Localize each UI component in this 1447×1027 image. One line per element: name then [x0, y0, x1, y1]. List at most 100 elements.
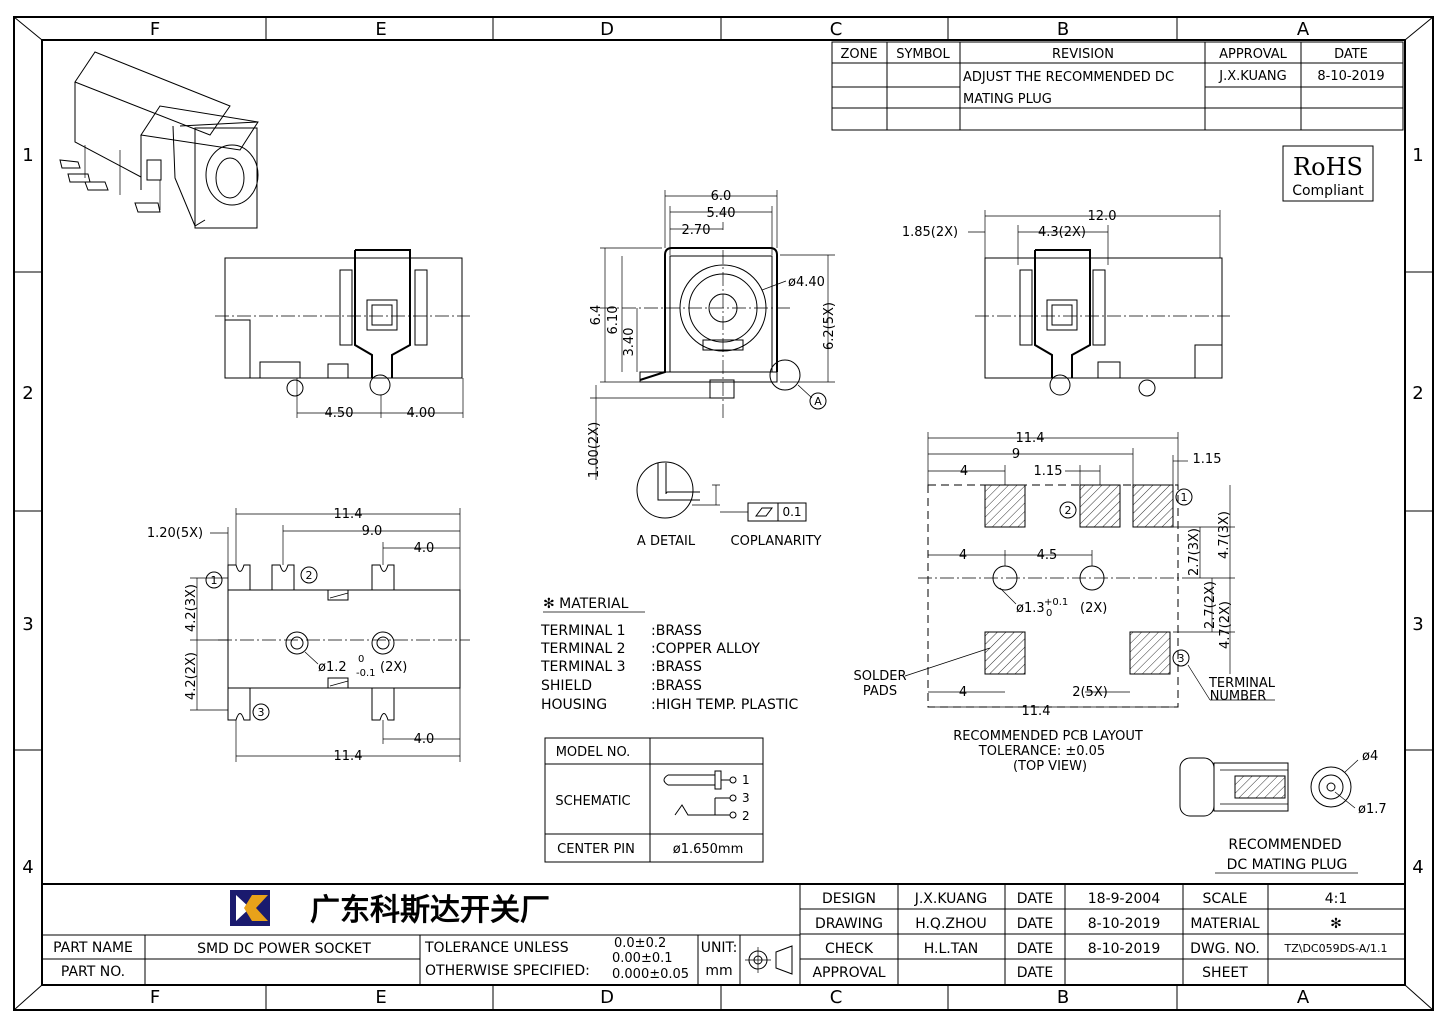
- rev-row1-revision: ADJUST THE RECOMMENDED DC: [963, 70, 1174, 85]
- front-dim-540: 5.40: [707, 206, 736, 221]
- col-label-bottom-d: D: [600, 987, 614, 1008]
- drawing-name: H.Q.ZHOU: [915, 916, 987, 932]
- schematic-pin-3: 3: [742, 791, 750, 805]
- mating-plug: ø4 ø1.7 RECOMMENDED DC MATING PLUG: [1179, 749, 1387, 874]
- col-label-top-d: D: [600, 19, 614, 40]
- plug-caption-1: RECOMMENDED: [1228, 837, 1341, 853]
- material-row4-name: SHIELD: [541, 678, 592, 694]
- bottom-dim-42-3x: 4.2(3X): [184, 584, 199, 632]
- front-dim-270: 2.70: [682, 223, 711, 238]
- tolerance-line1: TOLERANCE UNLESS: [424, 940, 569, 956]
- row-label-left-4: 4: [22, 857, 33, 878]
- col-label-top-e: E: [375, 19, 386, 40]
- top-view: 4.50 4.00: [215, 249, 470, 421]
- material-list: ✻ MATERIAL TERMINAL 1 :BRASS TERMINAL 2 …: [540, 596, 799, 713]
- company-logo: [230, 890, 270, 926]
- bottom-dim-40-bottom: 4.0: [414, 732, 435, 747]
- tolerance-v2: 0.00±0.1: [612, 951, 673, 966]
- bottom-dim-40-top: 4.0: [414, 541, 435, 556]
- pcb-dim-4-bottom: 4: [959, 685, 967, 700]
- row-label-right-3: 3: [1412, 614, 1423, 635]
- row-label-left-3: 3: [22, 614, 33, 635]
- col-label-top-c: C: [830, 19, 843, 40]
- approval-label: APPROVAL: [812, 965, 885, 981]
- pcb-dim-27-3x: 2.7(3X): [1187, 528, 1202, 576]
- drawing-frame: [13, 16, 1434, 1011]
- frame-labels: F E D C B A F E D C B A 1 2 3 4 1 2 3 4: [22, 19, 1423, 1008]
- check-label: CHECK: [825, 941, 874, 957]
- design-name: J.X.KUANG: [914, 891, 988, 907]
- coplanarity-label: COPLANARITY: [731, 534, 822, 549]
- row-label-right-4: 4: [1412, 857, 1423, 878]
- material-title: ✻ MATERIAL: [543, 596, 629, 612]
- front-dim-dia-440: ø4.40: [788, 275, 825, 290]
- material-row2-value: :COPPER ALLOY: [651, 641, 760, 657]
- rev-row2-revision: MATING PLUG: [963, 92, 1052, 107]
- solder-pads-label-2: PADS: [863, 684, 897, 699]
- detail-a: A DETAIL 0.1 COPLANARITY: [636, 461, 822, 549]
- part-no-label: PART NO.: [61, 964, 125, 980]
- pcb-dim-9: 9: [1012, 447, 1020, 462]
- side-view: 12.0 4.3(2X) 1.85(2X): [902, 209, 1230, 397]
- detail-ref-a: A: [814, 395, 822, 408]
- plug-dia-17: ø1.7: [1358, 802, 1387, 817]
- drawing-date-label: DATE: [1017, 916, 1053, 932]
- top-view-dim-450: 4.50: [325, 406, 354, 421]
- tolerance-line2: OTHERWISE SPECIFIED:: [425, 963, 590, 979]
- pcb-dim-114-bottom: 11.4: [1022, 704, 1051, 719]
- pcb-hole-tol-up: +0.1: [1044, 597, 1068, 608]
- projection-symbol: [745, 945, 793, 975]
- pcb-dim-4-top: 4: [960, 464, 968, 479]
- pcb-hole-dia: ø1.3: [1016, 601, 1045, 616]
- col-label-bottom-a: A: [1297, 987, 1310, 1008]
- material-row3-name: TERMINAL 3: [540, 659, 626, 675]
- col-label-top-b: B: [1057, 19, 1069, 40]
- front-dim-100-2x: 1.00(2X): [587, 422, 602, 478]
- row-label-left-1: 1: [22, 145, 33, 166]
- scale-label: SCALE: [1203, 891, 1248, 907]
- schematic-pin-2: 2: [742, 809, 750, 823]
- bottom-view: 1 2 3 11.4 9.0 4.0 1.20(5X) 4.2(3X) 4.2(…: [147, 507, 470, 764]
- material-label: MATERIAL: [1190, 916, 1259, 932]
- terminal-number-label-2: NUMBER: [1210, 689, 1267, 704]
- part-name-label: PART NAME: [53, 940, 133, 956]
- center-pin-label: CENTER PIN: [557, 842, 635, 857]
- rev-header-revision: REVISION: [1052, 47, 1114, 62]
- col-label-bottom-c: C: [830, 987, 843, 1008]
- pcb-pin-1: 1: [1181, 491, 1188, 504]
- pcb-dim-4-mid: 4: [959, 548, 967, 563]
- check-name: H.L.TAN: [924, 941, 979, 957]
- pcb-dim-45: 4.5: [1037, 548, 1058, 563]
- bottom-dim-42-2x: 4.2(2X): [184, 652, 199, 700]
- material-row1-value: :BRASS: [651, 623, 702, 639]
- bottom-pin-1: 1: [211, 574, 218, 587]
- top-view-dim-400: 4.00: [407, 406, 436, 421]
- terminal-number-label-1: TERMINAL: [1208, 676, 1276, 691]
- rohs-subtitle: Compliant: [1292, 183, 1364, 199]
- material-row1-name: TERMINAL 1: [540, 623, 626, 639]
- rev-header-zone: ZONE: [840, 47, 877, 62]
- design-label: DESIGN: [822, 891, 876, 907]
- schematic-label: SCHEMATIC: [555, 794, 630, 809]
- pcb-caption-2: TOLERANCE: ±0.05: [978, 744, 1105, 759]
- drawing-label: DRAWING: [815, 916, 883, 932]
- pcb-hole-count: (2X): [1080, 601, 1107, 616]
- pcb-dim-47-2x: 4.7(2X): [1218, 601, 1233, 649]
- col-label-bottom-e: E: [375, 987, 386, 1008]
- material-value: ✻: [1330, 916, 1342, 932]
- drawing-date: 8-10-2019: [1088, 916, 1160, 932]
- scale-value: 4:1: [1325, 891, 1348, 907]
- rev-row1-date: 8-10-2019: [1317, 69, 1384, 84]
- tolerance-v3: 0.000±0.05: [612, 967, 689, 982]
- model-no-label: MODEL NO.: [556, 745, 631, 760]
- bottom-hole-count: (2X): [380, 660, 407, 675]
- material-row5-value: :HIGH TEMP. PLASTIC: [651, 697, 799, 713]
- pcb-layout: 2 1 3 11.4 9 4 1.15 1.15 4 4.5 ø1.3 +0.1…: [854, 431, 1276, 774]
- side-dim-43-2x: 4.3(2X): [1038, 225, 1086, 240]
- design-date: 18-9-2004: [1088, 891, 1161, 907]
- rohs-badge: RoHS Compliant: [1282, 145, 1374, 202]
- bottom-hole-tol-up: 0: [358, 654, 364, 665]
- material-row4-value: :BRASS: [651, 678, 702, 694]
- sheet-label: SHEET: [1202, 965, 1248, 981]
